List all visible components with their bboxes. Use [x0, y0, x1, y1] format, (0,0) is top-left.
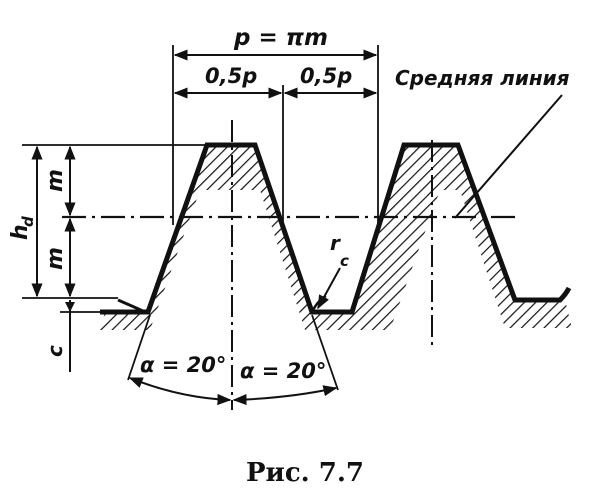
mean-line-leader: [454, 94, 563, 219]
rack-tooth-profile: [100, 142, 572, 315]
half-pitch-left-label: 0,5p: [205, 64, 257, 88]
svg-text:r: r: [330, 231, 341, 255]
root-fillet-left: [117, 298, 146, 314]
clearance-arrow-top: [65, 302, 75, 312]
mean-line-label: Средняя линия: [395, 66, 570, 90]
angle-arc-left: [128, 377, 232, 406]
rack-material-hatching: [100, 145, 572, 330]
half-pitch-right-label: 0,5p: [300, 64, 352, 88]
figure-caption: Рис. 7.7: [246, 458, 364, 488]
svg-text:c: c: [340, 252, 349, 270]
fillet-radius-leader: [317, 267, 341, 310]
clearance-label: c: [43, 345, 67, 357]
pitch-label: p = πm: [233, 25, 328, 51]
svg-text:h: h: [8, 224, 33, 240]
fillet-radius-label: r c: [330, 231, 349, 270]
module-upper-label: m: [43, 169, 68, 192]
angle-arc-right: [232, 385, 338, 406]
angle-left-label: α = 20°: [140, 353, 226, 377]
angle-right-label: α = 20°: [240, 359, 326, 383]
angle-flank-right: [311, 314, 339, 391]
total-depth-label: h d: [8, 216, 37, 240]
svg-text:d: d: [19, 216, 37, 227]
angle-flank-left: [127, 314, 151, 381]
module-lower-label: m: [43, 247, 68, 270]
